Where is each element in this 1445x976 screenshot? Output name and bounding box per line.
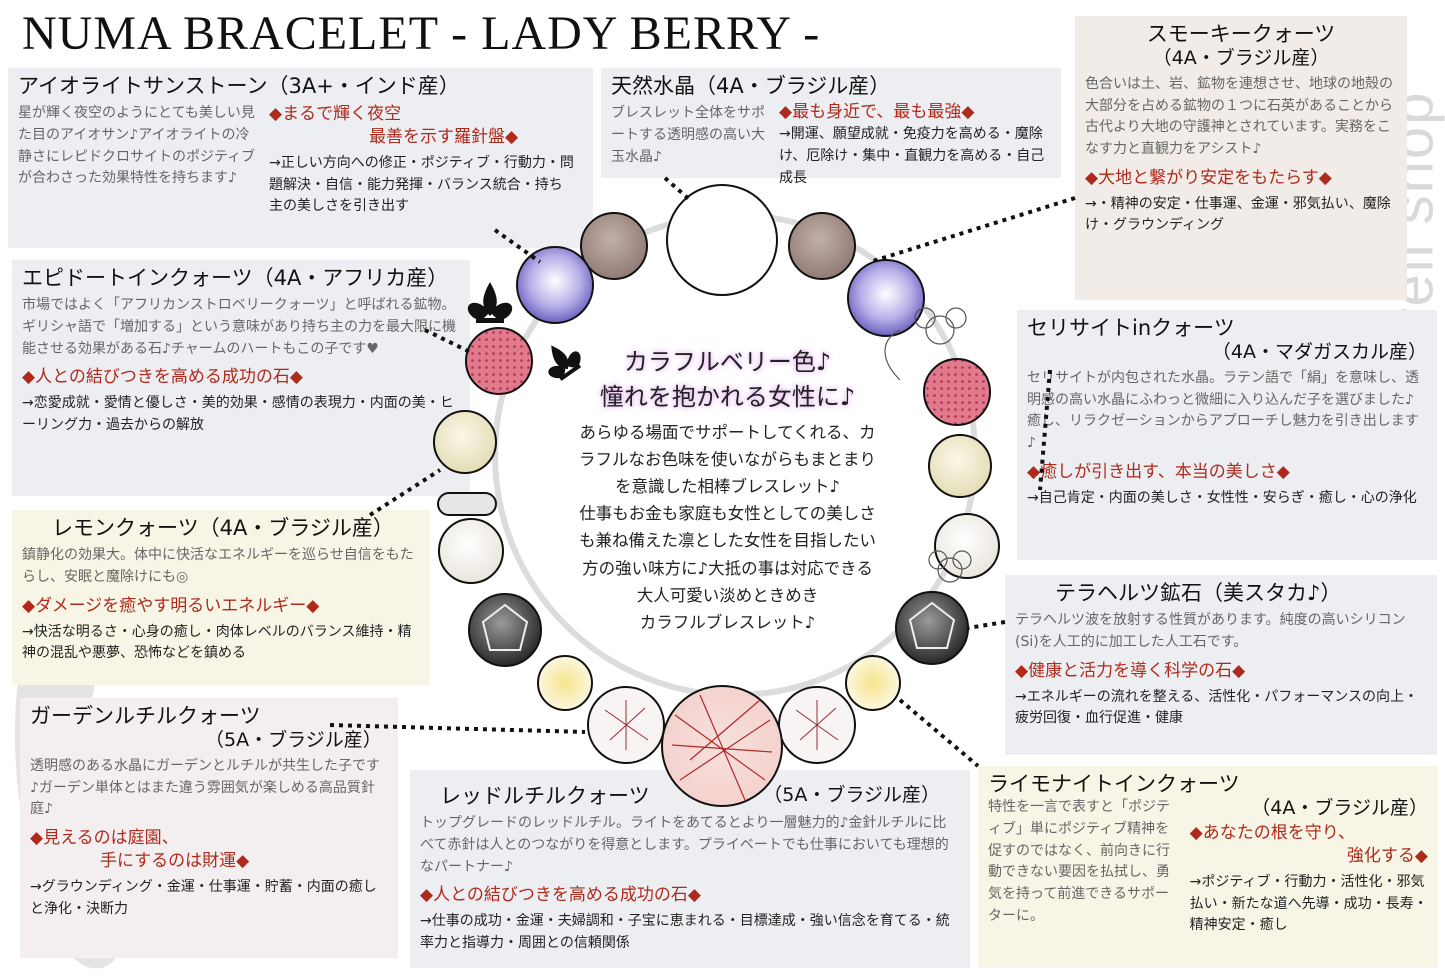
bead-smoky-left	[580, 212, 648, 280]
garden-origin: （5A・ブラジル産）	[205, 729, 382, 752]
bead-sericite-right	[934, 513, 1000, 579]
center-line: も兼ね備えた凛とした女性を目指したい	[579, 531, 876, 551]
lemon-key: ◆ダメージを癒やす明るいエネルギー◆	[22, 595, 320, 616]
bead-redrutile	[661, 685, 783, 807]
redrutile-desc: トップグレードのレッドルチル。ライトをあてるとより一層魅力的♪金針ルチルに比べて…	[420, 815, 949, 875]
redrutile-origin: （5A・ブラジル産）	[763, 784, 940, 806]
lemon-title: レモンクォーツ（4A・ブラジル産）	[52, 516, 394, 540]
sericite-effects: →自己肯定・内面の美しさ・女性性・安らぎ・癒し・心の浄化	[1027, 489, 1417, 506]
bead-garden-right	[778, 686, 856, 764]
crystal-effects: →開運、願望成就・免疫力を高める・魔除け、厄除け・集中・直観力を高める・自己成長	[779, 126, 1045, 186]
sericite-origin: （4A・マダガスカル産）	[1211, 341, 1427, 364]
bead-iolite-left	[516, 246, 594, 324]
center-line: を意識した相棒ブレスレット♪	[614, 477, 841, 497]
lemon-desc: 鎮静化の効果大。体中に快活なエネルギーを巡らせ自信をもたらし、安眠と魔除けにも◎	[22, 547, 414, 585]
fleur-de-lis-charm	[467, 282, 513, 323]
epidote-card: エピドートインクォーツ（4A・アフリカ産） 市場ではよく「アフリカンストロベリー…	[12, 260, 470, 496]
smoky-origin: （4A・ブラジル産）	[1152, 47, 1330, 70]
limonite-key-1: ◆あなたの根を守り、	[1189, 822, 1356, 843]
garden-title: ガーデンルチルクォーツ	[30, 704, 261, 728]
crystal-title: 天然水晶（4A・ブラジル産）	[611, 74, 891, 98]
catchphrase-2: 憧れを抱かれる女性に♪	[599, 382, 856, 411]
smoky-effects: →・精神の安定・仕事運、金運・邪気払い、魔除け・グラウンディング	[1085, 195, 1391, 234]
center-line: 仕事もお金も家庭も女性としての美しさ	[579, 504, 876, 524]
redrutile-key: ◆人との結びつきを高める成功の石◆	[420, 885, 701, 906]
crystal-desc: ブレスレット全体をサポートする透明感の高い大玉水晶♪	[611, 105, 765, 165]
redrutile-effects: →仕事の成功・金運・夫婦調和・子宝に恵まれる・目標達成・強い信念を育てる・統率力…	[420, 913, 950, 951]
center-body: あらゆる場面でサポートしてくれる、カ ラフルなお色味を使いながらもまとまり を意…	[530, 419, 925, 637]
epidote-key: ◆人との結びつきを高める成功の石◆	[22, 367, 303, 388]
bead-terahertz-left	[468, 593, 542, 667]
limonite-desc: 特性を一言で表すと「ポジティブ」単にポジティブ精神を促すのではなく、前向きに行動…	[988, 799, 1170, 924]
crystal-key: ◆最も身近で、最も最強◆	[779, 102, 975, 123]
center-line: ラフルなお色味を使いながらもまとまり	[579, 449, 876, 469]
iolite-effects: →正しい方向への修正・ポジティブ・行動力・問題解決・自信・能力発揮・バランス統合…	[269, 155, 574, 215]
limonite-title: ライモナイトインクォーツ	[988, 772, 1240, 796]
sericite-title: セリサイトinクォーツ	[1027, 316, 1235, 340]
garden-card: ガーデンルチルクォーツ （5A・ブラジル産） 透明感のある水晶にガーデンとルチル…	[20, 698, 398, 958]
redrutile-card: レッドルチルクォーツ （5A・ブラジル産） トップグレードのレッドルチル。ライト…	[410, 770, 970, 968]
lemon-card: レモンクォーツ（4A・ブラジル産） 鎮静化の効果大。体中に快活なエネルギーを巡ら…	[12, 510, 430, 685]
sericite-key: ◆癒しが引き出す、本当の美しさ◆	[1027, 461, 1290, 482]
center-copy: カラフルベリー色♪ 憧れを抱かれる女性に♪ あらゆる場面でサポートしてくれる、カ…	[530, 345, 925, 636]
iolite-key-2: 最善を示す羅針盤◆	[369, 127, 519, 148]
iolite-card: アイオライトサンストーン（3A+・インド産） 星が輝く夜空のようにとても美しい見…	[8, 68, 593, 248]
garden-effects: →グラウンディング・金運・仕事運・貯蓄・内面の癒しと浄化・決断力	[30, 878, 377, 917]
sericite-card: セリサイトinクォーツ （4A・マダガスカル産） セリサイトが内包された水晶。ラ…	[1017, 310, 1437, 560]
terahertz-title: テラヘルツ鉱石（美スタカ♪）	[1055, 581, 1342, 605]
iolite-key-1: ◆まるで輝く夜空	[269, 104, 402, 125]
epidote-title: エピドートインクォーツ（4A・アフリカ産）	[22, 266, 449, 290]
terahertz-desc: テラヘルツ波を放射する性質があります。純度の高いシリコン(Si)を人工的に加工し…	[1015, 612, 1406, 650]
bead-limonite-right	[845, 655, 901, 711]
center-line: 大人可愛い淡めときめき	[636, 585, 819, 605]
center-line: あらゆる場面でサポートしてくれる、カ	[579, 422, 876, 442]
garden-key-2: 手にするのは財運◆	[100, 850, 250, 871]
terahertz-effects: →エネルギーの流れを整える、活性化・パフォーマンスの向上・疲労回復・血行促進・健…	[1015, 688, 1419, 727]
sericite-desc: セリサイトが内包された水晶。ラテン語で「絹」を意味し、透明感の高い水晶にふわっと…	[1027, 369, 1419, 452]
bead-crystal	[666, 184, 778, 296]
flower-sketch-right	[928, 550, 972, 583]
bead-spacer	[437, 492, 497, 516]
bead-garden-left	[587, 686, 665, 764]
fleur-de-lis-charm-2	[548, 345, 582, 381]
smoky-desc: 色合いは土、岩、鉱物を連想させ、地球の地殻の大部分を占める鉱物の１つに石英がある…	[1085, 75, 1393, 158]
bead-strawberry-left	[465, 327, 533, 395]
limonite-key-2: 強化する◆	[1346, 845, 1428, 866]
epidote-desc: 市場ではよく「アフリカンストロベリークォーツ」と呼ばれる鉱物。ギリシャ語で「増加…	[22, 297, 456, 357]
limonite-origin: （4A・ブラジル産）	[1251, 797, 1428, 820]
bead-lemon-left	[433, 410, 497, 474]
terahertz-key: ◆健康と活力を導く科学の石◆	[1015, 660, 1246, 681]
center-line: カラフルブレスレット♪	[639, 613, 816, 633]
bead-limonite-left	[537, 655, 593, 711]
garden-desc: 透明感のある水晶にガーデンとルチルが共生した子です♪ガーデン単体とはまた違う雰囲…	[30, 757, 380, 818]
center-line: 方の強い味方に♪大抵の事は対応できる	[582, 558, 873, 578]
catchphrase-1: カラフルベリー色♪	[623, 348, 832, 376]
garden-key-1: ◆見えるのは庭園、	[30, 828, 179, 849]
flower-sketch-top	[884, 307, 967, 381]
leader-lines	[329, 176, 1076, 768]
page-title: NUMA BRACELET - LADY BERRY -	[22, 7, 821, 60]
bead-lemon-right	[928, 434, 992, 498]
epidote-effects: →恋愛成就・愛情と優しさ・美的効果・感情の表現力・内面の美・ヒーリング力・過去か…	[22, 395, 454, 433]
bead-iolite-right	[847, 259, 925, 337]
lemon-effects: →快活な明るさ・心身の癒し・肉体レベルのバランス維持・精神の混乱や悪夢、恐怖など…	[22, 623, 412, 662]
iolite-desc: 星が輝く夜空のようにとても美しい見た目のアイオサン♪アイオライトの冷静さにレピド…	[18, 105, 256, 187]
smoky-key: ◆大地と繋がり安定をもたらす◆	[1085, 167, 1332, 188]
terahertz-card: テラヘルツ鉱石（美スタカ♪） テラヘルツ波を放射する性質があります。純度の高いシ…	[1005, 575, 1437, 755]
smoky-card: スモーキークォーツ （4A・ブラジル産） 色合いは土、岩、鉱物を連想させ、地球の…	[1075, 16, 1407, 300]
limonite-card: ライモナイトインクォーツ 特性を一言で表すと「ポジティブ」単にポジティブ精神を促…	[978, 766, 1438, 968]
bead-sericite-left	[438, 518, 504, 584]
bead-smoky-right	[788, 212, 856, 280]
bead-strawberry-right	[923, 358, 991, 426]
crystal-card: 天然水晶（4A・ブラジル産） ブレスレット全体をサポートする透明感の高い大玉水晶…	[601, 68, 1061, 186]
limonite-effects: →ポジティブ・行動力・活性化・邪気払い・新たな道へ先導・成功・長寿・精神安定・癒…	[1189, 873, 1428, 934]
smoky-title: スモーキークォーツ	[1146, 22, 1336, 46]
iolite-title: アイオライトサンストーン（3A+・インド産）	[18, 74, 460, 98]
redrutile-title: レッドルチルクォーツ	[440, 784, 650, 808]
